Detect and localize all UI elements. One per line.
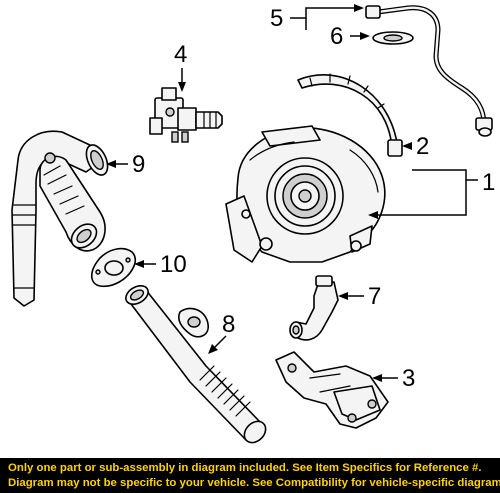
- part-9-intake-hose: [11, 130, 109, 307]
- part-7-elbow: [289, 275, 339, 341]
- part-1-turbocharger: [225, 125, 386, 263]
- part-3-bracket: [275, 351, 389, 429]
- callout-7: 7: [368, 283, 381, 310]
- callout-9: 9: [132, 151, 145, 178]
- callout-5: 5: [270, 5, 283, 32]
- callout-1: 1: [482, 169, 495, 196]
- callout-10: 10: [160, 251, 187, 278]
- callout-4: 4: [174, 41, 187, 68]
- part-8-egr-tube: [125, 285, 267, 444]
- part-5-oil-line: [365, 5, 493, 137]
- parts-diagram: 1 2 3 4 5 6 7 8 9 10: [11, 4, 495, 444]
- callout-3: 3: [402, 365, 415, 392]
- disclaimer-line-1: Only one part or sub-assembly in diagram…: [8, 462, 482, 474]
- part-4-sensor: [149, 87, 223, 143]
- disclaimer-line-2: Diagram may not be specific to your vehi…: [8, 477, 500, 489]
- part-6-gasket: [372, 31, 414, 45]
- disclaimer-banner: Only one part or sub-assembly in diagram…: [0, 458, 500, 493]
- callout-6: 6: [330, 23, 343, 50]
- callout-8: 8: [222, 311, 235, 338]
- part-10-gasket: [90, 247, 137, 288]
- leader-lines: [106, 4, 478, 382]
- callout-numbers: 1 2 3 4 5 6 7 8 9 10: [132, 5, 495, 392]
- part-2-oil-return-hose: [297, 73, 403, 157]
- callout-2: 2: [416, 133, 429, 160]
